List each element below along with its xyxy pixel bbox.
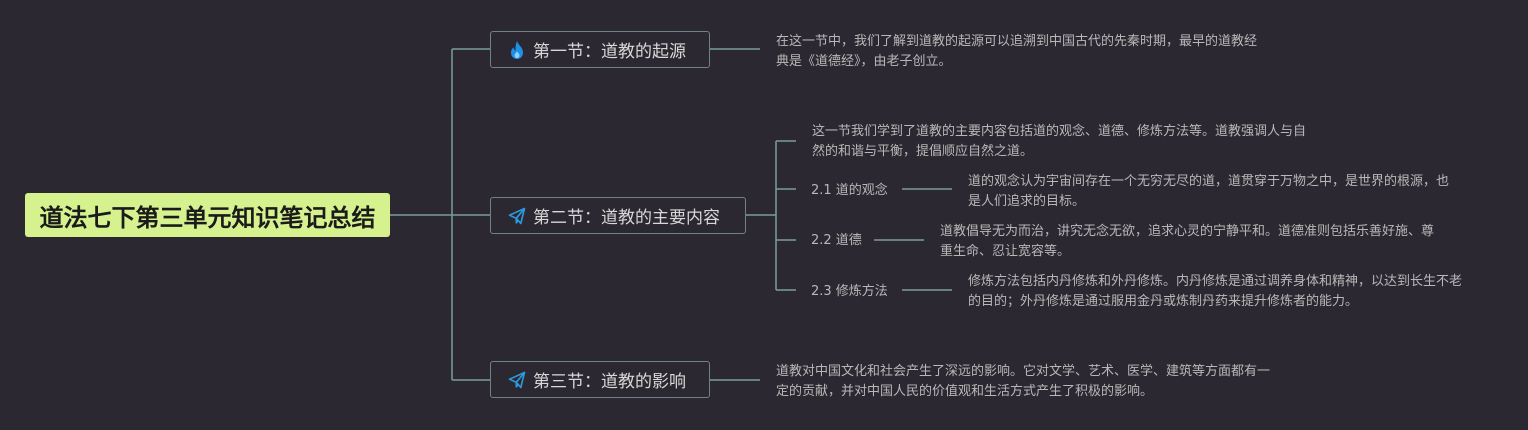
subtopic-2-2-note: 道教倡导无为而治，讲究无念无欲，追求心灵的宁静平和。道德准则包括乐善好施、尊重生… [940, 224, 1435, 259]
paper-plane-icon [507, 206, 527, 226]
section-3-note: 道教对中国文化和社会产生了深远的影响。它对文学、艺术、医学、建筑等方面都有一定的… [776, 364, 1271, 399]
subtopic-2-1-note: 道的观念认为宇宙间存在一个无穷无尽的道，道贯穿于万物之中，是世界的根源，也是人们… [968, 174, 1450, 209]
paper-plane-icon [507, 370, 527, 390]
subtopic-2-1[interactable]: 2.1 道的观念 [811, 183, 888, 198]
section-3-topic[interactable]: 第三节：道教的影响 [490, 361, 710, 398]
root-title: 道法七下第三单元知识笔记总结 [39, 203, 376, 232]
root-topic[interactable]: 道法七下第三单元知识笔记总结 [25, 193, 390, 237]
fire-icon [507, 40, 527, 60]
subtopic-2-3[interactable]: 2.3 修炼方法 [811, 284, 888, 299]
section-2-topic[interactable]: 第二节：道教的主要内容 [490, 197, 746, 234]
subtopic-2-2[interactable]: 2.2 道德 [811, 233, 862, 248]
section-2-title: 第二节：道教的主要内容 [533, 208, 720, 228]
section-1-topic[interactable]: 第一节：道教的起源 [490, 31, 710, 68]
section-1-title: 第一节：道教的起源 [533, 42, 686, 62]
section-3-title: 第三节：道教的影响 [533, 372, 686, 392]
section-1-note: 在这一节中，我们了解到道教的起源可以追溯到中国古代的先秦时期，最早的道教经典是《… [776, 34, 1258, 69]
subtopic-2-3-note: 修炼方法包括内丹修炼和外丹修炼。内丹修炼是通过调养身体和精神，以达到长生不老的目… [968, 274, 1463, 309]
section-2-note: 这一节我们学到了道教的主要内容包括道的观念、道德、修炼方法等。道教强调人与自然的… [812, 124, 1307, 159]
